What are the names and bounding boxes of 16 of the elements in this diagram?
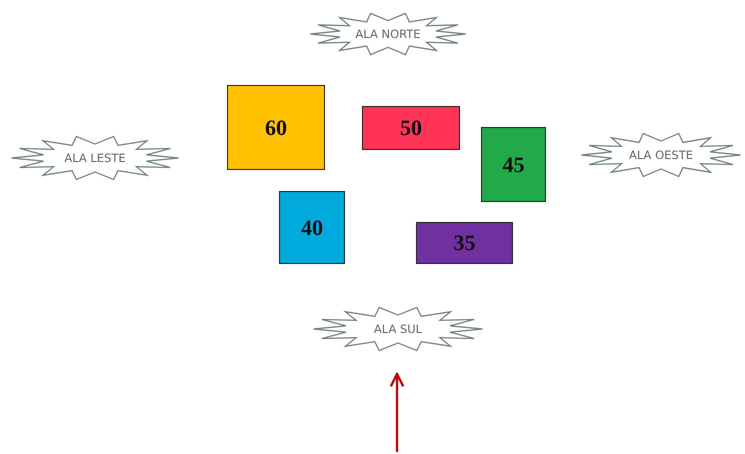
wing-label: ALA OESTE — [629, 148, 693, 162]
area-box — [279, 191, 345, 264]
area-box — [481, 127, 546, 202]
wing-label: ALA NORTE — [355, 27, 421, 41]
arrow — [390, 372, 404, 452]
area-number: 60 — [265, 114, 287, 140]
area-box — [362, 106, 460, 150]
area-number: 50 — [400, 115, 422, 141]
area-box — [416, 222, 513, 264]
area-number: 45 — [502, 152, 524, 178]
area-number: 40 — [301, 214, 323, 240]
area-number: 35 — [454, 230, 476, 256]
wing-label: ALA SUL — [374, 322, 422, 336]
wing-label: ALA LESTE — [64, 151, 126, 165]
area-box — [227, 85, 325, 170]
starburst-shape — [307, 12, 469, 56]
